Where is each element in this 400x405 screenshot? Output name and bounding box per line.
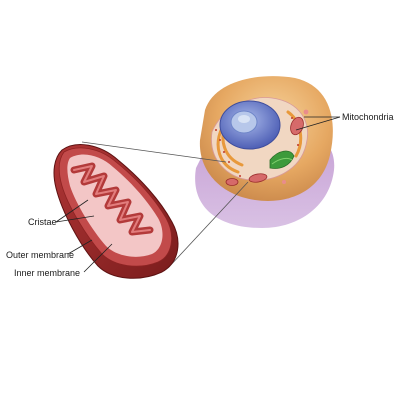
animal-cell	[195, 76, 335, 228]
cristae-highlight	[73, 165, 151, 233]
leader-cristae-1	[55, 199, 89, 223]
label-mitochondria-group: Mitochondria	[295, 112, 394, 131]
golgi-apparatus	[269, 150, 295, 169]
zoom-line-top	[81, 141, 227, 163]
label-outer-membrane-group: Outer membrane	[6, 239, 93, 260]
label-cristae-group: Cristae	[28, 199, 95, 227]
leader-mitochondria-2	[295, 116, 341, 131]
leader-inner-membrane	[83, 243, 113, 273]
vesicles	[282, 109, 309, 184]
label-inner-membrane-group: Inner membrane	[14, 243, 113, 278]
golgi-fold	[271, 157, 293, 165]
mitochondrion-enlarged	[53, 144, 179, 279]
leader-cristae-2	[55, 215, 95, 223]
leader-outer-membrane	[67, 239, 93, 255]
label-inner-membrane: Inner membrane	[14, 268, 80, 278]
cell-mitochondria	[225, 116, 304, 186]
label-mitochondria: Mitochondria	[342, 112, 394, 122]
zoom-line-bottom	[167, 181, 249, 269]
nucleolus-highlight	[238, 115, 250, 123]
label-outer-membrane: Outer membrane	[6, 250, 74, 260]
label-cristae: Cristae	[28, 217, 57, 227]
